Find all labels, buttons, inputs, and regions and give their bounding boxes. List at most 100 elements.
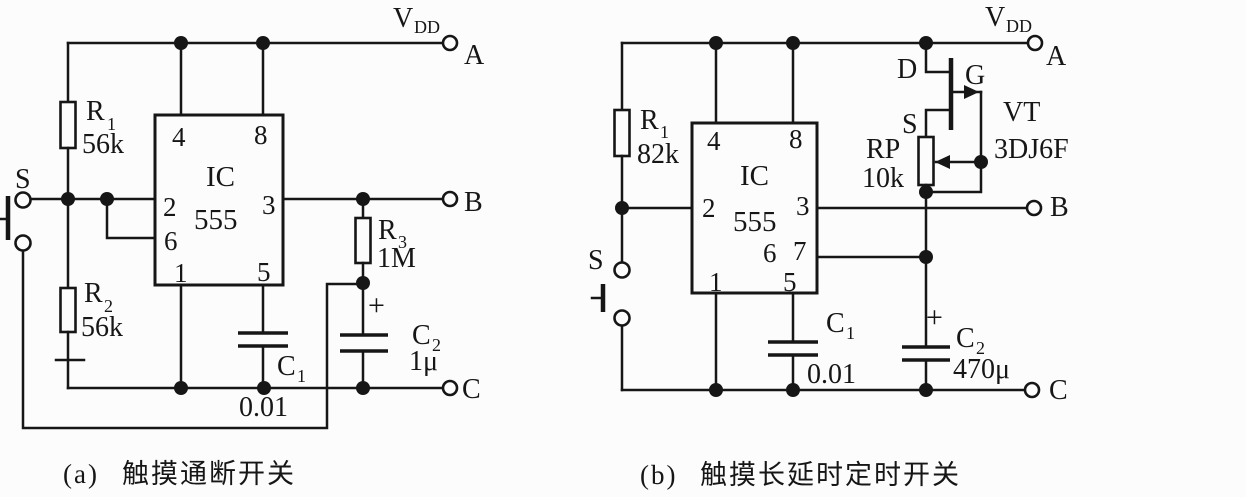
jfet-gate-label: G [965, 60, 985, 91]
circuit-b: V DD A B C R 1 82k S IC 555 4 8 2 3 6 7 … [588, 2, 1069, 406]
ic-name-a: IC [206, 161, 235, 193]
switch-s-label-b: S [588, 245, 604, 276]
junction-dot [919, 383, 933, 397]
vdd-label-a: V [393, 3, 413, 34]
terminal-c-label-b: C [1049, 375, 1068, 406]
terminal-a-circle-b [1026, 34, 1044, 52]
pin-3-label-b: 3 [796, 191, 810, 221]
junction-dot [786, 36, 800, 50]
pin-6-label-a: 6 [164, 226, 178, 256]
wire-pin6-jog-a [105, 197, 157, 240]
junction-dot [257, 381, 271, 395]
pin-6-label-b: 6 [763, 238, 777, 268]
caption-a-tag: (a) [63, 459, 99, 489]
resistor-r2-body [59, 286, 77, 334]
junction-dot [919, 250, 933, 264]
vdd-label-b: V [985, 2, 1005, 33]
vdd-sub-b: DD [1006, 16, 1032, 36]
circuit-a: V DD A B C S R 1 56k R 2 56k R 3 1M IC 5… [0, 3, 485, 430]
ic-555-body-a [153, 113, 285, 287]
ic-name-b: IC [740, 160, 769, 192]
r2-value-a: 56k [81, 312, 123, 343]
r2-ref-sub-a: 2 [104, 296, 113, 316]
pin-5-label-b: 5 [783, 267, 797, 297]
pin-1-label-b: 1 [709, 267, 723, 297]
r1-value-a: 56k [82, 129, 124, 160]
pin-7-label-b: 7 [793, 236, 807, 266]
terminal-a-label-b: A [1046, 41, 1067, 72]
r3-ref-a: R [378, 215, 397, 246]
junction-dot [174, 36, 188, 50]
r1-ref-sub-a: 1 [107, 114, 116, 134]
c1-ref-sub-a: 1 [297, 366, 306, 386]
rp-wiper-arrow-icon [935, 155, 950, 169]
vt-model-label: 3DJ6F [994, 134, 1069, 165]
c2-value-b: 470μ [953, 354, 1010, 385]
terminal-b-label: B [464, 187, 483, 218]
vt-ref-label: VT [1003, 97, 1040, 128]
terminal-c-label: C [462, 374, 481, 405]
junction-dot [356, 381, 370, 395]
vdd-sub-a: DD [414, 17, 440, 37]
r1-ref-sub-b: 1 [660, 122, 669, 142]
c1-value-b: 0.01 [807, 359, 856, 390]
junction-dot [100, 192, 114, 206]
ic-model-b: 555 [733, 206, 777, 238]
junction-dot [786, 383, 800, 397]
touch-contact-bottom-a [14, 234, 32, 252]
pin-8-label-b: 8 [789, 124, 803, 154]
junction-dot [919, 185, 933, 199]
terminal-b-circle [441, 190, 459, 208]
terminal-a-label: A [464, 40, 485, 71]
pin-4-label-a: 4 [172, 122, 186, 152]
junction-dot [356, 276, 370, 290]
touch-contact-top-b [613, 261, 631, 279]
junction-dot [615, 201, 629, 215]
junction-dot [974, 155, 988, 169]
terminal-a-circle [441, 34, 459, 52]
c2-ref-b: C [956, 323, 975, 354]
r1-ref-a: R [86, 96, 105, 127]
touch-contact-bottom-b [613, 309, 631, 327]
junction-dot [709, 36, 723, 50]
pin-4-label-b: 4 [707, 126, 721, 156]
c2-ref-sub-a: 2 [432, 335, 441, 355]
jfet-source-lead [924, 108, 953, 139]
terminal-c-circle-b [1023, 381, 1041, 399]
pin-2-label-a: 2 [163, 192, 177, 222]
caption-b-tag: (b) [640, 460, 677, 490]
junction-dot [174, 381, 188, 395]
rp-ref-label: RP [866, 134, 900, 165]
r1-ref-b: R [640, 105, 659, 136]
c1-ref-b: C [826, 308, 845, 339]
terminal-c-circle [441, 379, 459, 397]
pin-2-label-b: 2 [702, 193, 716, 223]
junction-dot [709, 383, 723, 397]
junction-dot [256, 36, 270, 50]
touch-contact-top-a [14, 191, 32, 209]
c1-ref-a: C [277, 351, 296, 382]
rp-value-label: 10k [862, 163, 904, 194]
ic-555-body-b [690, 121, 819, 295]
r3-ref-sub-a: 3 [398, 232, 407, 252]
c1-value-a: 0.01 [239, 392, 288, 423]
jfet-source-label: S [902, 109, 918, 140]
c1-ref-sub-b: 1 [846, 323, 855, 343]
pin-3-label-a: 3 [262, 190, 276, 220]
resistor-r1b-body [613, 108, 631, 158]
pin-8-label-a: 8 [254, 120, 268, 150]
junction-dot [356, 192, 370, 206]
terminal-b-circle-b [1025, 199, 1043, 217]
captions: (a) 触摸通断开关 (b) 触摸长延时定时开关 [63, 459, 959, 490]
c2-value-a: 1μ [409, 346, 438, 377]
jfet-drain-label: D [897, 54, 917, 85]
switch-s-label-a: S [15, 164, 31, 195]
r1-value-b: 82k [637, 139, 679, 170]
pin-5-label-a: 5 [257, 257, 271, 287]
resistor-r3-body [354, 216, 372, 265]
r3-value-a: 1M [377, 243, 416, 274]
c2-ref-a: C [412, 320, 431, 351]
jfet-gate-arrow-icon [964, 85, 979, 99]
